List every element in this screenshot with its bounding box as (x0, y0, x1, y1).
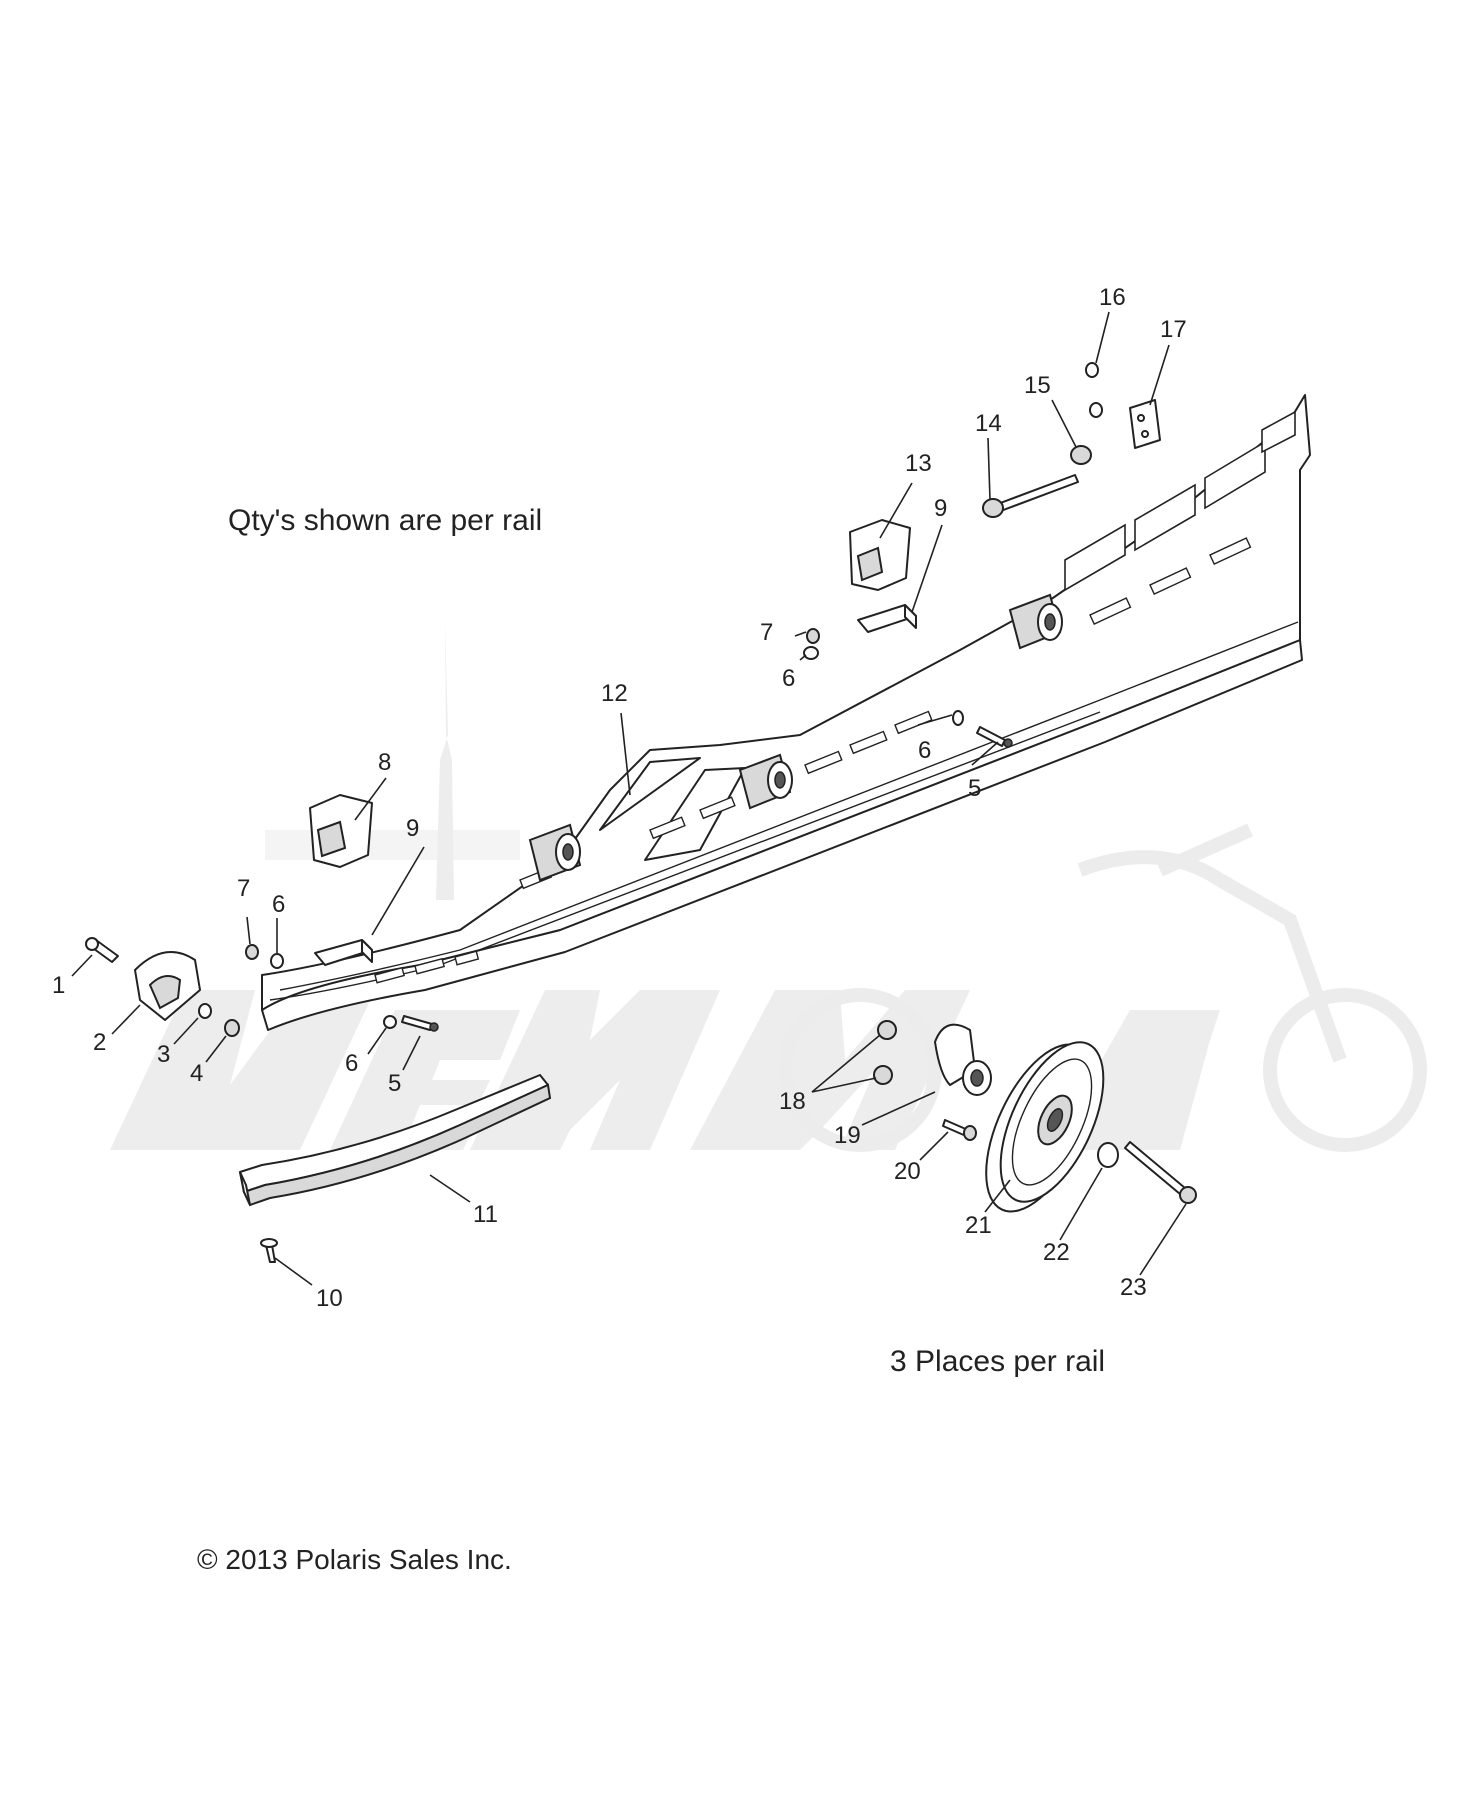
callout-15: 15 (1024, 372, 1051, 399)
callout-2: 2 (93, 1029, 106, 1056)
callout-22: 22 (1043, 1239, 1070, 1266)
callout-11: 11 (473, 1201, 498, 1228)
wear-strip (239, 1074, 552, 1207)
callout-9-front: 9 (406, 815, 419, 842)
callout-14: 14 (975, 410, 1002, 437)
callout-6-rear-upper: 6 (782, 665, 795, 692)
callout-5-rear: 5 (968, 775, 981, 802)
leader-lines (71, 311, 1187, 1286)
qty-note: Qty's shown are per rail (228, 504, 542, 537)
callout-17: 17 (1160, 316, 1187, 343)
places-note: 3 Places per rail (890, 1345, 1105, 1378)
callout-7-front: 7 (237, 875, 250, 902)
hardware (85, 362, 1197, 1263)
callout-5-front: 5 (388, 1070, 401, 1097)
callout-10: 10 (316, 1285, 343, 1312)
callout-6-rear-lower: 6 (918, 737, 931, 764)
callout-18: 18 (779, 1088, 806, 1115)
callout-8: 8 (378, 749, 391, 776)
callout-7-rear: 7 (760, 619, 773, 646)
callout-13: 13 (905, 450, 932, 477)
callout-21: 21 (965, 1212, 992, 1239)
callout-9-rear: 9 (934, 495, 947, 522)
callout-16: 16 (1099, 284, 1126, 311)
callout-4: 4 (190, 1060, 203, 1087)
rail-end-cap (134, 951, 201, 1021)
callout-1: 1 (52, 972, 65, 999)
callout-20: 20 (894, 1158, 921, 1185)
watermark (110, 620, 1427, 1152)
callout-6-front-upper: 6 (272, 891, 285, 918)
callout-labels: 1 2 3 4 5 5 6 6 6 6 7 7 8 9 9 10 11 12 1… (52, 284, 1187, 1312)
copyright: © 2013 Polaris Sales Inc. (197, 1544, 512, 1575)
callout-3: 3 (157, 1041, 170, 1068)
callout-23: 23 (1120, 1274, 1147, 1301)
rail-assembly (261, 394, 1311, 1031)
callout-12: 12 (601, 680, 628, 707)
callout-6-front-lower: 6 (345, 1050, 358, 1077)
callout-19: 19 (834, 1122, 861, 1149)
